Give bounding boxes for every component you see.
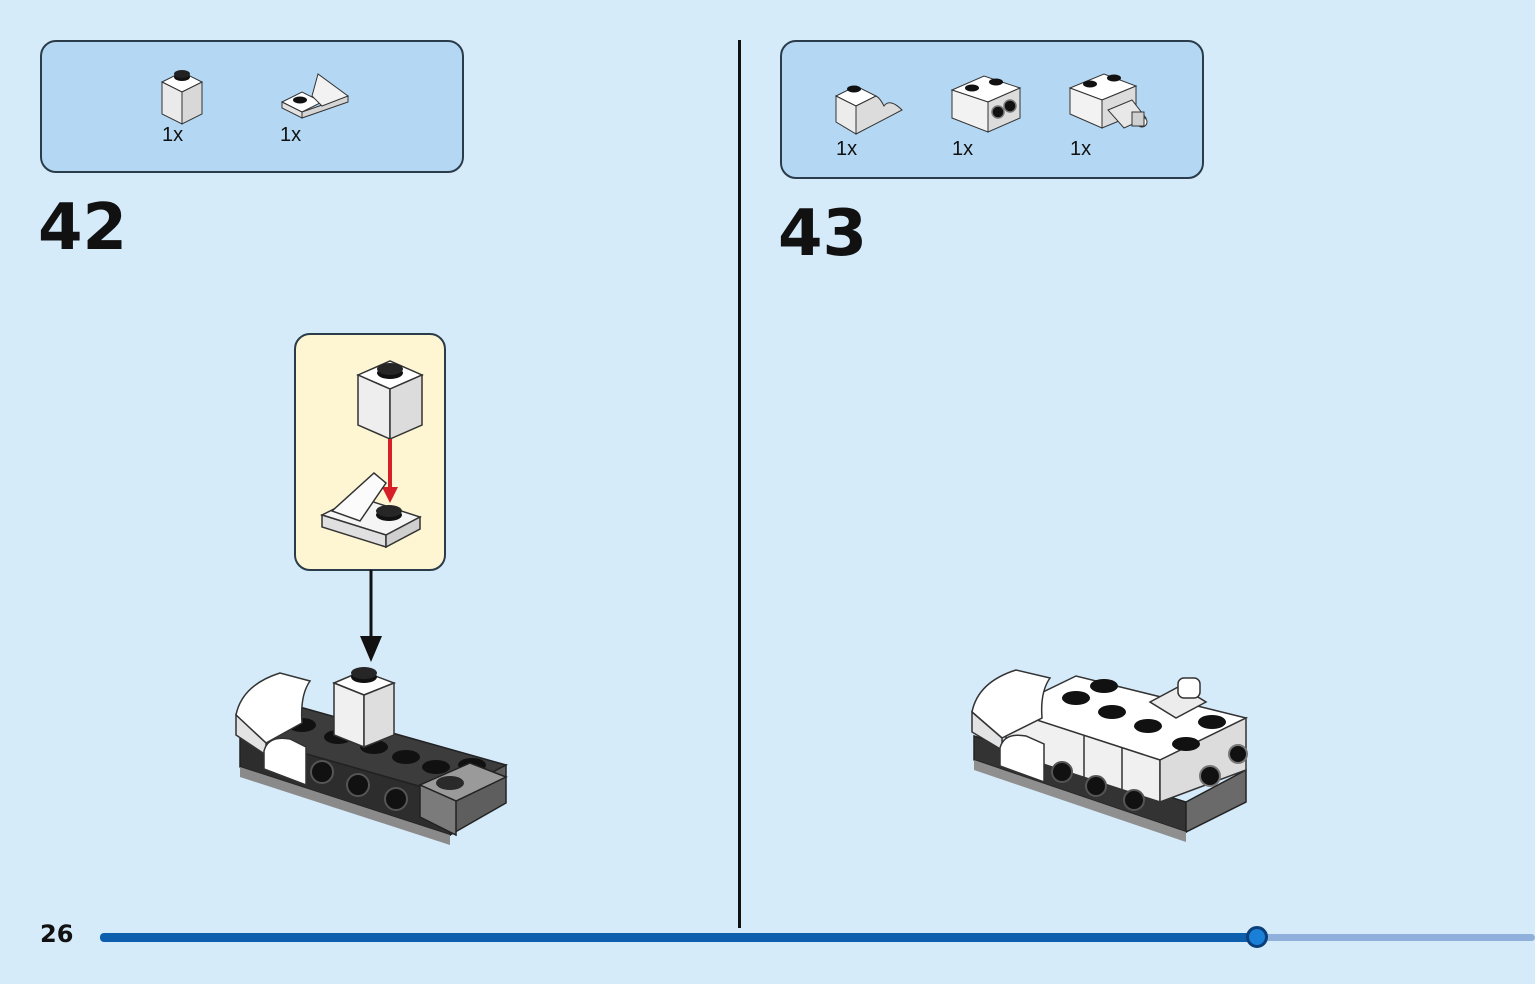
- white-brick-1x1-icon: [160, 70, 204, 125]
- page-number: 26: [40, 920, 74, 948]
- step-number: 43: [778, 197, 868, 271]
- part-quantity: 1x: [280, 124, 302, 146]
- white-brick-studs-on-side-icon: [950, 75, 1022, 133]
- part-quantity: 1x: [1070, 138, 1092, 160]
- step-divider: [738, 40, 741, 928]
- step-43-parts-box: 1x 1x 1x: [780, 40, 1204, 179]
- placement-arrow: [360, 570, 382, 662]
- part-white-brick-with-clip: 1x: [1066, 62, 1156, 162]
- sub-assembly-callout: [294, 333, 446, 571]
- part-white-angle-plate: 1x: [272, 62, 362, 162]
- white-angle-plate-icon: [280, 73, 350, 119]
- part-white-curved-slope: 1x: [830, 72, 920, 172]
- part-white-brick-studs-on-side: 1x: [948, 68, 1038, 168]
- progress-knob: [1245, 926, 1268, 948]
- part-quantity: 1x: [952, 138, 974, 160]
- white-curved-slope-icon: [834, 85, 903, 135]
- build-progress-bar: [100, 926, 1535, 948]
- sub-assembly-illustration: [320, 360, 424, 549]
- progress-fill: [100, 933, 1257, 942]
- step-number: 42: [38, 191, 128, 265]
- step-42-model: [235, 667, 508, 845]
- step-43-model: [971, 669, 1249, 842]
- part-quantity: 1x: [162, 124, 184, 146]
- white-brick-clip-icon: [1068, 73, 1148, 129]
- step-42-parts-box: 1x 1x: [40, 40, 464, 173]
- part-white-brick-1x1: 1x: [152, 62, 242, 162]
- part-quantity: 1x: [836, 138, 858, 160]
